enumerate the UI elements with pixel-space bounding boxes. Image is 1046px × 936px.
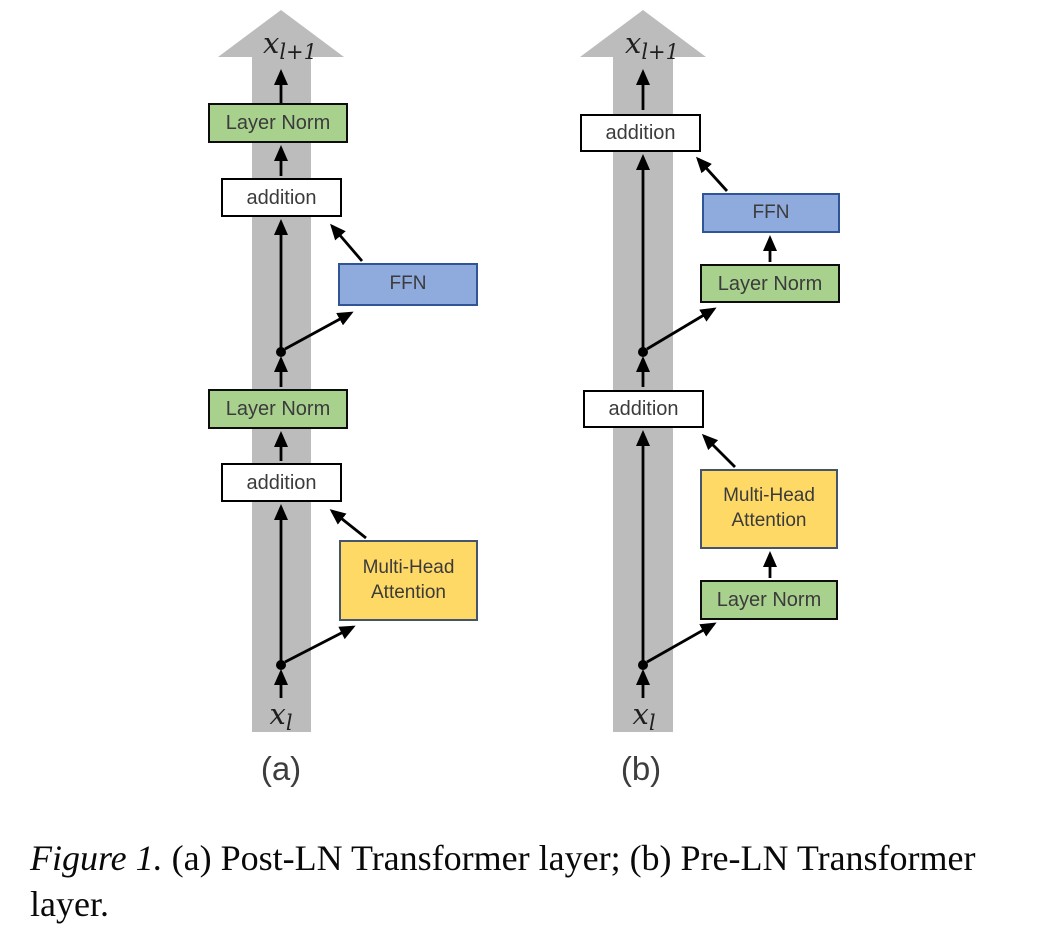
output-label-a: xl+1 [262, 26, 318, 64]
addition-box-b-top: addition [580, 114, 701, 152]
layer-norm-label: Layer Norm [717, 272, 823, 295]
layer-norm-box-a-top: Layer Norm [208, 103, 348, 143]
layer-norm-box-a-bottom: Layer Norm [208, 389, 348, 429]
branch-dot [276, 347, 286, 357]
branch-dot [276, 660, 286, 670]
addition-box-a-top: addition [221, 178, 342, 217]
flow-arrows-svg [218, 10, 777, 732]
arrow-line [646, 307, 717, 351]
ffn-box-a: FFN [338, 263, 478, 306]
arrows-b [636, 69, 777, 698]
branch-dot [638, 660, 648, 670]
sublabel-b: (b) [620, 750, 662, 787]
addition-label: addition [605, 122, 676, 144]
figure-caption-text: (a) Post-LN Transformer layer; (b) Pre-L… [30, 838, 976, 924]
mha-box-b: Multi-Head Attention [700, 469, 838, 549]
layer-norm-label: Layer Norm [225, 398, 331, 420]
arrow-line [701, 433, 736, 468]
arrow-line [284, 311, 354, 351]
mha-label: Multi-Head Attention [723, 485, 815, 531]
ffn-box-b: FFN [702, 193, 840, 233]
output-label-b: xl+1 [624, 26, 680, 64]
ffn-label: FFN [389, 273, 427, 295]
addition-label: addition [246, 186, 317, 209]
arrow-line [646, 622, 717, 664]
mha-box-a: Multi-Head Attention [339, 540, 478, 621]
arrow-line [330, 223, 364, 262]
arrows-a [274, 69, 367, 698]
branch-dot [638, 347, 648, 357]
input-label-a: xl [269, 697, 293, 735]
layer-norm-box-b-top: Layer Norm [700, 264, 840, 303]
layer-norm-label: Layer Norm [716, 589, 822, 611]
mha-label: Multi-Head Attention [362, 556, 455, 603]
layer-norm-label: Layer Norm [225, 112, 331, 134]
figure-caption-label: Figure 1. [30, 838, 163, 878]
sublabel-a: (a) [260, 750, 302, 787]
figure-caption: Figure 1. (a) Post-LN Transformer layer;… [30, 836, 1035, 927]
addition-label: addition [608, 398, 679, 420]
ffn-label: FFN [752, 201, 790, 223]
addition-box-a-bottom: addition [221, 463, 342, 502]
input-label-b: xl [632, 697, 656, 735]
layer-norm-box-b-bottom: Layer Norm [700, 580, 838, 620]
addition-box-b-bottom: addition [583, 390, 704, 428]
arrow-line [695, 156, 729, 192]
arrow-line [329, 509, 367, 540]
arrow-line [284, 625, 356, 664]
addition-label: addition [246, 471, 317, 494]
